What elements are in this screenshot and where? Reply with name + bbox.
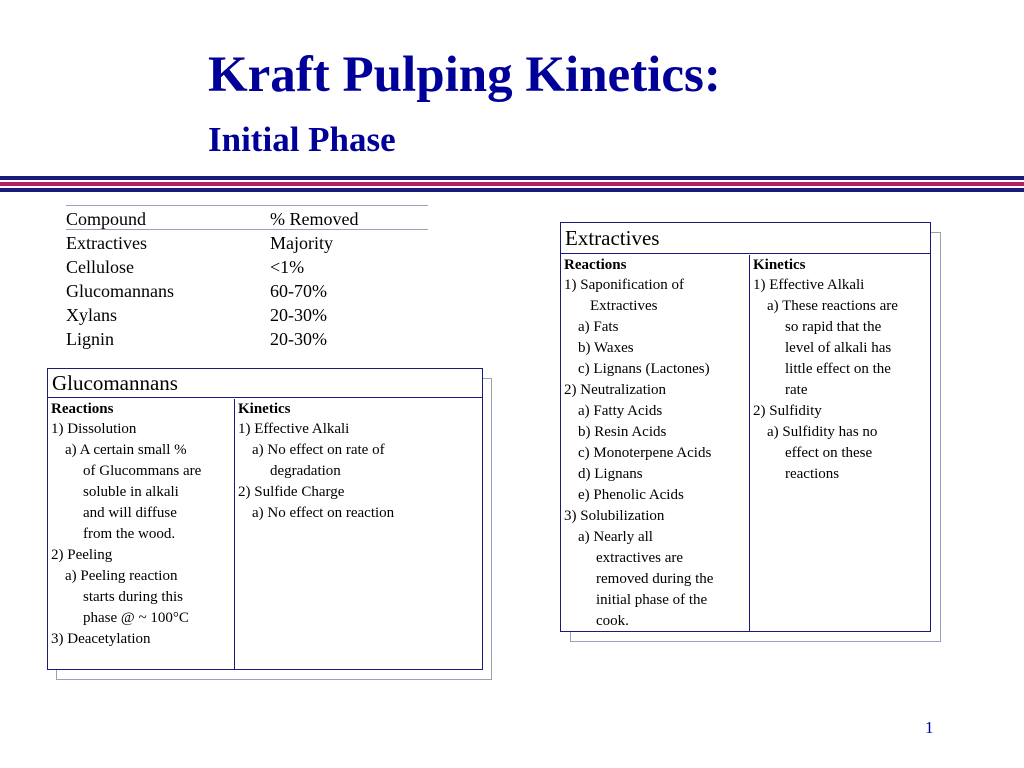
kinetics-line: 2) Sulfide Charge (238, 484, 345, 500)
reaction-line: 1) Dissolution (51, 421, 137, 437)
page-number: 1 (925, 718, 934, 737)
kinetics-line: 1) Effective Alkali (238, 421, 350, 437)
reaction-line: removed during the (596, 571, 714, 587)
composition-compound: Cellulose (66, 257, 134, 277)
kinetics-line: rate (785, 382, 808, 398)
composition-compound: Glucomannans (66, 281, 174, 301)
glucomannans-box-title: Glucomannans (48, 369, 482, 398)
slide-subtitle: Initial Phase (208, 120, 396, 159)
composition-compound: Extractives (66, 233, 147, 253)
composition-table: Compound % Removed Extractives Majority … (66, 205, 428, 351)
reaction-line: c) Monoterpene Acids (578, 445, 712, 461)
kinetics-line: 2) Sulfidity (753, 403, 822, 419)
extractives-kinetics-heading: Kinetics (753, 257, 806, 273)
composition-row: Extractives Majority (66, 231, 428, 255)
reaction-line: of Glucommans are (83, 463, 202, 479)
composition-compound: Lignin (66, 329, 114, 349)
reaction-line: b) Resin Acids (578, 424, 667, 440)
kinetics-line: degradation (270, 463, 341, 479)
extractives-reactions-heading: Reactions (564, 257, 627, 273)
composition-header-removed: % Removed (270, 209, 359, 229)
reaction-line: a) Fatty Acids (578, 403, 663, 419)
reaction-line: e) Phenolic Acids (578, 487, 684, 503)
reaction-line: c) Lignans (Lactones) (578, 361, 710, 377)
kinetics-line: reactions (785, 466, 840, 482)
glucomannans-box: Glucomannans Reactions 1) Dissolution a)… (47, 368, 483, 670)
reaction-line: 2) Peeling (51, 547, 113, 563)
kinetics-line: effect on these (785, 445, 873, 461)
composition-rule-header (66, 229, 428, 230)
composition-row: Glucomannans 60-70% (66, 279, 428, 303)
reaction-line: a) Fats (578, 319, 619, 335)
kinetics-line: a) These reactions are (767, 298, 898, 314)
extractives-kinetics-column: Kinetics 1) Effective Alkali a) These re… (749, 255, 930, 631)
reaction-line: 2) Neutralization (564, 382, 667, 398)
reaction-line: and will diffuse (83, 505, 177, 521)
glucomannans-kinetics-heading: Kinetics (238, 401, 291, 417)
composition-row: Lignin 20-30% (66, 327, 428, 351)
reaction-line: 1) Saponification of (564, 277, 684, 293)
composition-row: Xylans 20-30% (66, 303, 428, 327)
reaction-line: cook. (596, 613, 629, 629)
kinetics-line: little effect on the (785, 361, 891, 377)
kinetics-line: a) Sulfidity has no (767, 424, 878, 440)
divider-bar-middle (0, 182, 1024, 186)
glucomannans-reactions-column: Reactions 1) Dissolution a) A certain sm… (48, 399, 234, 669)
kinetics-line: level of alkali has (785, 340, 892, 356)
composition-removed: <1% (270, 257, 305, 277)
reaction-line: starts during this (83, 589, 183, 605)
extractives-box: Extractives Reactions 1) Saponification … (560, 222, 931, 632)
composition-header-compound: Compound (66, 209, 147, 229)
composition-header-row: Compound % Removed (66, 207, 428, 231)
reaction-line: a) A certain small % (65, 442, 187, 458)
composition-compound: Xylans (66, 305, 117, 325)
composition-row: Cellulose <1% (66, 255, 428, 279)
kinetics-line: a) No effect on rate of (252, 442, 385, 458)
kinetics-line: so rapid that the (785, 319, 882, 335)
composition-removed: 20-30% (270, 329, 327, 349)
reaction-line: d) Lignans (578, 466, 643, 482)
composition-removed: 20-30% (270, 305, 327, 325)
divider-bar-bottom (0, 188, 1024, 192)
composition-removed: 60-70% (270, 281, 327, 301)
reaction-line: Extractives (590, 298, 658, 314)
extractives-box-title: Extractives (561, 223, 930, 254)
reaction-line: extractives are (596, 550, 684, 566)
reaction-line: a) Peeling reaction (65, 568, 178, 584)
reaction-line: a) Nearly all (578, 529, 653, 545)
reaction-line: phase @ ~ 100°C (83, 610, 189, 626)
title-divider-bars (0, 176, 1024, 192)
reaction-line: 3) Solubilization (564, 508, 665, 524)
reaction-line: b) Waxes (578, 340, 634, 356)
composition-removed: Majority (270, 233, 333, 253)
slide-title: Kraft Pulping Kinetics: (208, 47, 721, 103)
reaction-line: soluble in alkali (83, 484, 179, 500)
kinetics-line: 1) Effective Alkali (753, 277, 865, 293)
divider-bar-top (0, 176, 1024, 180)
reaction-line: initial phase of the (596, 592, 708, 608)
reaction-line: from the wood. (83, 526, 176, 542)
composition-rule-top (66, 205, 428, 206)
kinetics-line: a) No effect on reaction (252, 505, 395, 521)
reaction-line: 3) Deacetylation (51, 631, 151, 647)
extractives-reactions-column: Reactions 1) Saponification of Extractiv… (561, 255, 749, 631)
glucomannans-kinetics-column: Kinetics 1) Effective Alkali a) No effec… (234, 399, 482, 669)
glucomannans-reactions-heading: Reactions (51, 401, 114, 417)
